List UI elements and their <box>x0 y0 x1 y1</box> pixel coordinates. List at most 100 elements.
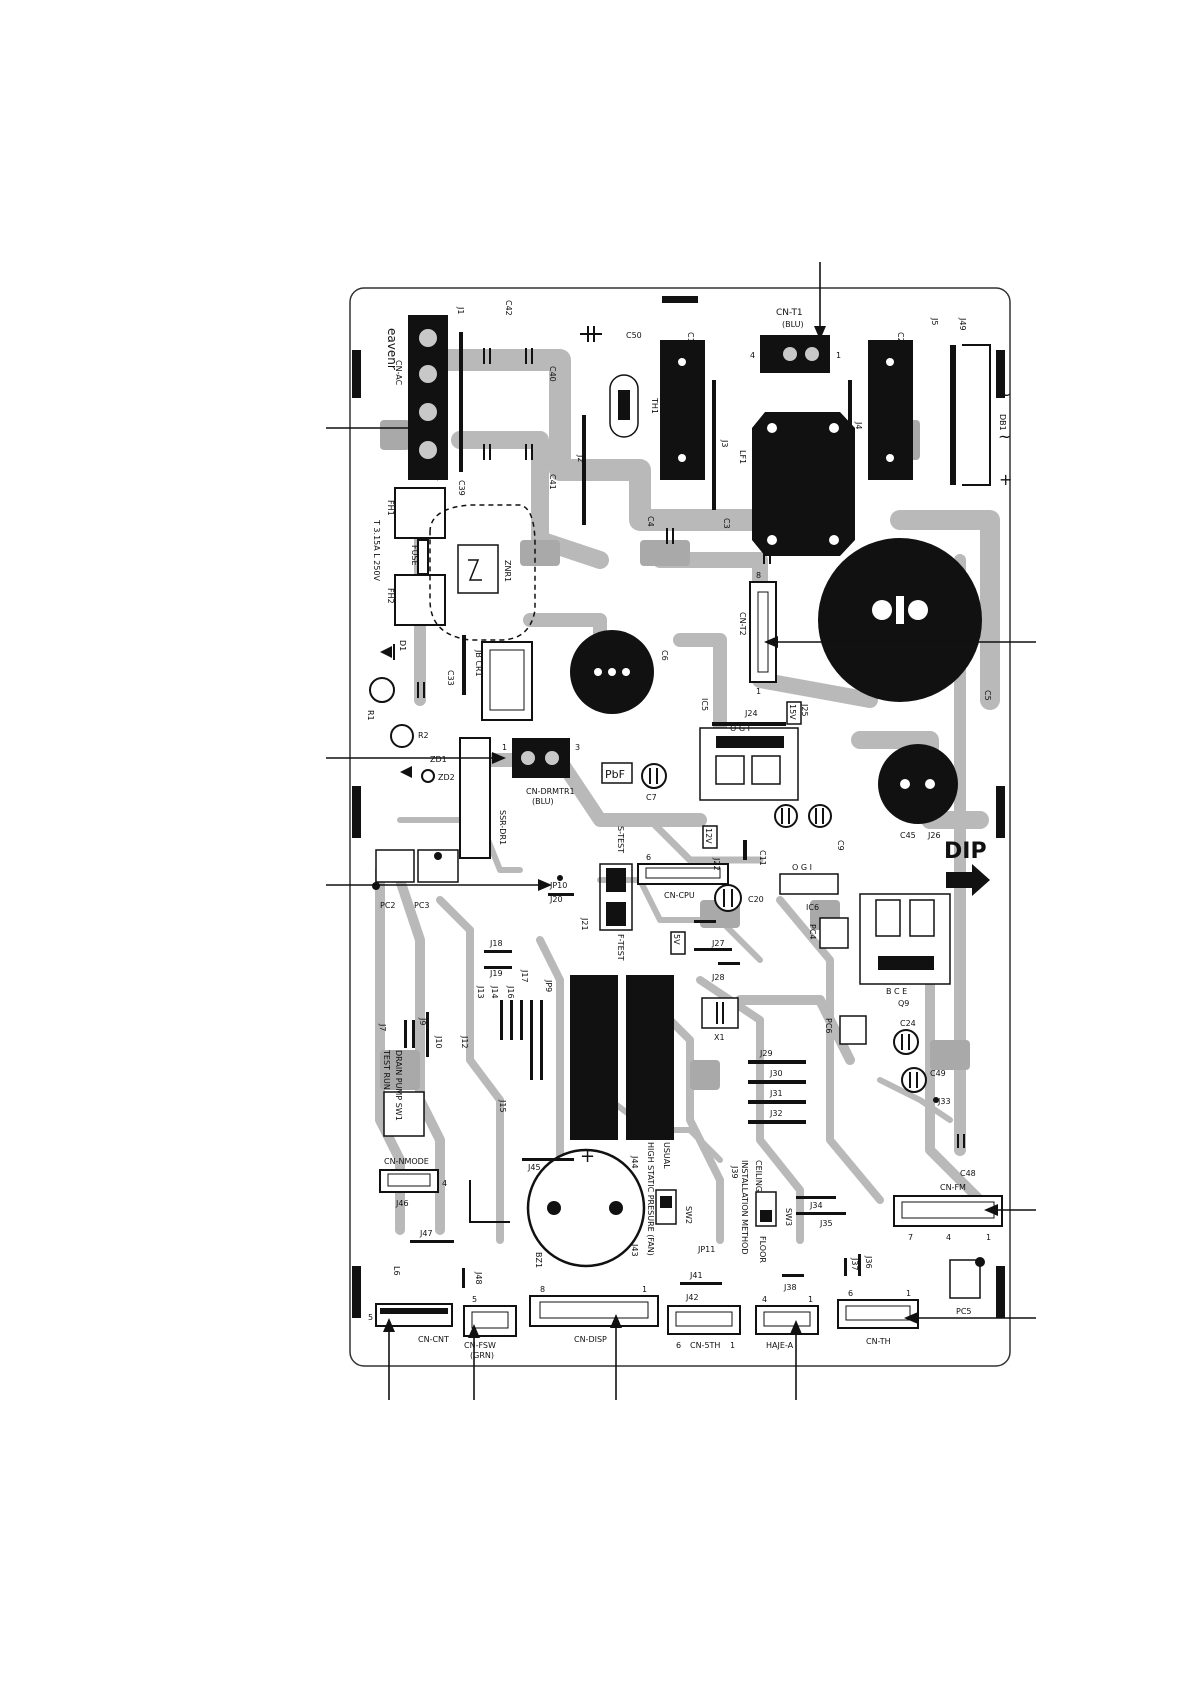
ssr-dr1-label: SSR-DR1 <box>498 810 507 845</box>
znr1-varistor: ZNR1 <box>429 504 536 641</box>
pc3-label: PC3 <box>414 901 430 910</box>
q9-label: Q9 <box>898 999 909 1008</box>
ic6-label: IC6 <box>806 903 819 912</box>
db1-tilde-1: ~ <box>998 385 1011 404</box>
j44-label: J44 <box>630 1155 639 1169</box>
fuse-label: FUSE <box>410 545 419 566</box>
x1-crystal: X1 <box>701 997 739 1042</box>
cn-t1-label: CN-T1 <box>776 308 803 318</box>
fh1-label: FH1 <box>386 500 395 516</box>
j48-label: J48 <box>474 1271 483 1285</box>
j45-label: J45 <box>527 1163 541 1172</box>
c11-label: C11 <box>758 850 767 866</box>
pc4-pc6: PC4 PC6 <box>808 917 867 1045</box>
j4-label: J4 <box>854 421 863 429</box>
cn-ac-terminal: CN-AC eavenr J1 C42 C39 1 7 <box>385 300 513 496</box>
j37-label: J37 <box>850 1257 859 1271</box>
d1-label: D1 <box>398 640 407 651</box>
corner-text: eavenr <box>385 328 399 370</box>
c9-label: C9 <box>836 840 845 851</box>
pbf-box <box>601 762 633 784</box>
ceiling-label: CEILING <box>754 1160 763 1192</box>
cn-drmtr1-color-label: (BLU) <box>532 797 554 806</box>
v12-box <box>702 825 718 849</box>
x1-label: X1 <box>714 1033 725 1042</box>
c3-label: C3 <box>722 518 731 529</box>
j15-label: J15 <box>498 1099 507 1113</box>
c49-label: C49 <box>930 1069 946 1078</box>
j31-label: J31 <box>769 1089 783 1098</box>
j34-label: J34 <box>809 1201 823 1210</box>
cn-drmtr1-pin-1: 1 <box>502 743 507 752</box>
cn-nmode-label: CN-NMODE <box>384 1157 429 1166</box>
callout-cn-disp <box>610 1314 622 1400</box>
cn-cpu-connector: CN-CPU 6 J22 <box>637 853 729 900</box>
callout-cn-th <box>904 1312 1036 1324</box>
c24-c49: C24 C49 J33 <box>893 1019 951 1106</box>
j42-label: J42 <box>685 1293 699 1302</box>
j43-label: J43 <box>630 1243 639 1257</box>
c39-label: C39 <box>457 480 466 496</box>
db1-plus: + <box>999 470 1012 489</box>
c42-label: C42 <box>504 300 513 316</box>
j16-label: J16 <box>506 985 515 999</box>
pc5-photocoupler: PC5 <box>949 1257 985 1316</box>
pc2-pc3: PC2 PC3 <box>372 849 459 910</box>
callout-cn-t2 <box>764 636 1036 648</box>
j20-label: J20 <box>549 895 563 904</box>
drain-pump-label: DRAIN PUMP SW1 <box>394 1050 403 1121</box>
cn-disp-pin-8: 8 <box>540 1285 545 1294</box>
jp9-label: JP9 <box>544 979 553 992</box>
callout-cn-fm <box>984 1204 1036 1216</box>
j41-label: J41 <box>689 1271 703 1280</box>
c45-capacitor: C45 J26 <box>878 744 958 840</box>
sw2-label: SW2 <box>684 1206 693 1224</box>
cn-fm-pin-4: 4 <box>946 1233 951 1242</box>
pc2-label: PC2 <box>380 901 396 910</box>
cn-fm-pin-1: 1 <box>986 1233 991 1242</box>
callout-cn-fsw <box>468 1324 480 1400</box>
jumpers-j34-j38 <box>782 1196 861 1277</box>
sw3-label: SW3 <box>784 1208 793 1226</box>
s-test-label: S-TEST <box>616 826 625 853</box>
cn-nmode-pin-4: 4 <box>442 1179 447 1188</box>
cn-5th-connector: CN-5TH J42 6 1 <box>667 1293 741 1350</box>
th1-thermistor: TH1 <box>609 374 659 438</box>
q9-transistor: B C E Q9 <box>859 893 951 1008</box>
installation-label: INSTALLATION METHOD <box>740 1160 749 1255</box>
callout-haje-a <box>790 1320 802 1400</box>
c41-label: C41 <box>548 474 557 490</box>
j36-label: J36 <box>864 1255 873 1269</box>
jp10-label: JP10 <box>549 881 567 890</box>
f-test-label: F-TEST <box>616 934 625 961</box>
j21-label: J21 <box>580 917 589 931</box>
l6-label: L6 <box>392 1266 401 1276</box>
c5-label: C5 <box>983 690 992 701</box>
c1-label: C1 <box>686 332 695 343</box>
znr1-label: ZNR1 <box>503 560 512 582</box>
floor-label: FLOOR <box>758 1236 767 1263</box>
j22-label: J22 <box>712 857 721 871</box>
cn-t2-pin-8: 8 <box>756 571 761 580</box>
fh2-label: FH2 <box>386 588 395 604</box>
cn-t2-label: CN-T2 <box>738 612 747 636</box>
j12-label: J12 <box>460 1035 469 1049</box>
j19-label: J19 <box>489 969 503 978</box>
cn-drmtr1-pin-3: 3 <box>575 743 580 752</box>
c20-label: C20 <box>748 895 764 904</box>
haje-a-pin-1: 1 <box>808 1295 813 1304</box>
j47-j48-l6: J47 L6 J48 <box>392 1229 483 1288</box>
haje-a-pin-4: 4 <box>762 1295 767 1304</box>
cn-th-connector: CN-TH 6 1 <box>837 1289 919 1346</box>
c4-c3-caps <box>666 528 771 564</box>
haje-a-label: HAJE-A <box>766 1341 794 1350</box>
fuse-rating-label: T 3.15A L 250V <box>372 519 381 582</box>
cn-th-pin-6: 6 <box>848 1289 853 1298</box>
c24-label: C24 <box>900 1019 916 1028</box>
board-edge-tabs <box>352 296 1005 1318</box>
j27-label: J27 <box>711 939 725 948</box>
c45-label: C45 <box>900 831 916 840</box>
j18-label: J18 <box>489 939 503 948</box>
cn-ac-label: CN-AC <box>394 360 403 386</box>
